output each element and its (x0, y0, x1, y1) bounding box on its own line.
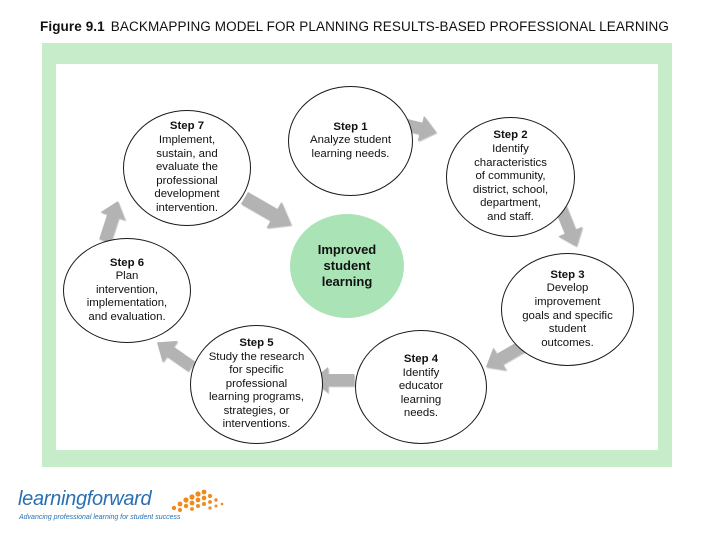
step-5-title: Step 5 (239, 336, 274, 349)
step-2-circle: Step 2 Identify characteristics of commu… (446, 117, 575, 237)
step-4-text: Identify educator learning needs. (398, 366, 444, 420)
logo-word-forward: forward (86, 488, 152, 510)
step-7-circle: Step 7 Implement, sustain, and evaluate … (123, 110, 251, 226)
step-6-circle: Step 6 Plan intervention, implementation… (63, 238, 191, 343)
arrow-step5-to-step6 (156, 340, 195, 372)
step-3-circle: Step 3 Develop improvement goals and spe… (501, 253, 634, 366)
step-2-title: Step 2 (493, 129, 528, 142)
arrow-step7-to-center (240, 191, 292, 228)
step-7-text: Implement, sustain, and evaluate the pro… (154, 134, 220, 214)
learningforward-logo: learningforward Advancing professional l… (18, 488, 258, 532)
step-1-title: Step 1 (333, 120, 368, 133)
step-1-circle: Step 1 Analyze student learning needs. (288, 86, 413, 196)
center-text: Improved student learning (317, 242, 377, 289)
step-2-text: Identify characteristics of community, d… (472, 143, 549, 223)
step-3-title: Step 3 (550, 268, 585, 281)
step-6-title: Step 6 (109, 256, 145, 269)
figure-label: Figure 9.1 (40, 19, 105, 34)
logo-dots-icon (171, 489, 224, 512)
step-4-circle: Step 4 Identify educator learning needs. (355, 330, 487, 444)
figure-heading: BACKMAPPING MODEL FOR PLANNING RESULTS-B… (110, 19, 669, 34)
step-5-circle: Step 5 Study the research for specific p… (190, 325, 323, 444)
logo-tagline: Advancing professional learning for stud… (19, 514, 181, 521)
step-1-text: Analyze student learning needs. (309, 134, 392, 160)
logo-wordmark: learningforward (18, 488, 152, 511)
step-4-title: Step 4 (403, 353, 439, 366)
step-7-title: Step 7 (169, 120, 205, 133)
step-6-text: Plan intervention, implementation, and e… (86, 270, 168, 323)
step-3-text: Develop improvement goals and specific s… (522, 282, 613, 349)
logo-word-learning: learning (18, 488, 87, 510)
step-5-text: Study the research for specific professi… (208, 350, 305, 431)
figure-title: Figure 9.1 BACKMAPPING MODEL FOR PLANNING… (40, 19, 669, 34)
arrow-step6-to-step7 (99, 201, 126, 243)
arrow-step2-to-step3 (554, 205, 583, 247)
arrow-step3-to-step4 (485, 340, 526, 371)
improved-student-learning-circle: Improved student learning (290, 214, 404, 318)
